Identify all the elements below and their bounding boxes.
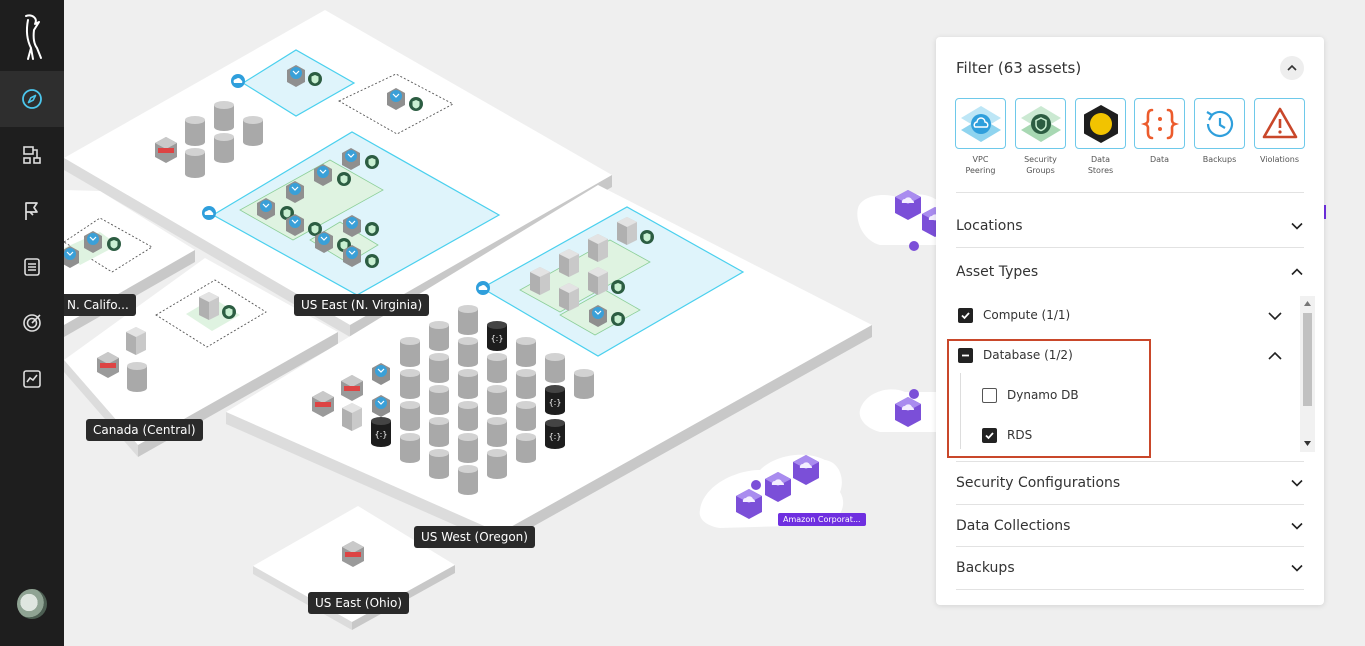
nav-reports[interactable] [0, 239, 64, 295]
nav-targets[interactable] [0, 295, 64, 351]
tile-security-groups-label-2: Groups [1026, 166, 1055, 175]
section-locations[interactable]: Locations [956, 214, 1304, 238]
asset-types-scrollbar[interactable] [1300, 296, 1315, 452]
chevron-up-icon[interactable] [1267, 350, 1283, 362]
bird-logo-icon[interactable] [18, 12, 46, 62]
divider [956, 192, 1304, 193]
violations-warning-icon [1262, 107, 1297, 138]
tile-violations-label: Violations [1259, 155, 1300, 164]
filter-collapse-button[interactable] [1280, 56, 1304, 80]
security-groups-icon [1020, 105, 1061, 142]
nav-analytics[interactable] [0, 351, 64, 407]
tile-data[interactable]: Data [1134, 98, 1185, 165]
tile-backups[interactable]: Backups [1194, 98, 1245, 165]
section-asset-types-label: Asset Types [956, 264, 1039, 280]
asset-type-compute[interactable]: Compute (1/1) [958, 303, 1070, 327]
chevron-down-icon [1291, 564, 1303, 572]
tile-security-groups-label-1: Security [1024, 155, 1057, 164]
rds-checkbox[interactable] [982, 427, 997, 443]
section-backups[interactable]: Backups [956, 556, 1304, 580]
checkmark-icon [961, 311, 970, 319]
filter-title: Filter (63 assets) [956, 59, 1082, 77]
section-data-collections-label: Data Collections [956, 518, 1071, 534]
tile-vpc-peering-label-1: VPC [972, 155, 989, 164]
chevron-up-icon [1291, 268, 1303, 276]
section-locations-label: Locations [956, 218, 1023, 234]
tile-data-stores-label-2: Stores [1087, 166, 1114, 175]
rds-label: RDS [1007, 428, 1033, 442]
tile-data-label: Data [1149, 155, 1170, 164]
asset-type-database[interactable]: Database (1/2) [958, 343, 1073, 367]
scroll-thumb[interactable] [1303, 313, 1312, 406]
compass-icon [22, 89, 42, 109]
database-checkbox[interactable] [958, 347, 973, 363]
target-icon [23, 314, 41, 332]
vpc-peering-icon [960, 105, 1001, 142]
backups-clock-icon [1205, 110, 1233, 137]
section-security-configurations-label: Security Configurations [956, 475, 1121, 491]
database-children-guide [960, 373, 961, 449]
database-label: Database (1/2) [983, 348, 1073, 362]
section-backups-label: Backups [956, 560, 1015, 576]
infrastructure-map[interactable]: {:} [64, 0, 1365, 646]
asset-type-dynamo-db[interactable]: Dynamo DB [982, 383, 1079, 407]
region-label-us-east-virginia[interactable]: US East (N. Virginia) [294, 294, 430, 316]
line-chart-icon [23, 370, 41, 388]
tile-backups-label: Backups [1202, 155, 1237, 164]
chevron-down-icon [1291, 222, 1303, 230]
hierarchy-icon [23, 146, 41, 164]
tile-vpc-peering-label-2: Peering [965, 166, 996, 175]
nav-explore[interactable] [0, 71, 64, 127]
user-avatar[interactable] [17, 589, 47, 619]
scroll-down-arrow-icon[interactable] [1303, 440, 1312, 447]
sidebar [0, 0, 64, 646]
external-network-label[interactable]: Amazon Corporat... [778, 513, 866, 526]
dynamo-db-label: Dynamo DB [1007, 388, 1079, 402]
document-list-icon [24, 258, 40, 276]
tile-data-stores-label-1: Data [1090, 155, 1111, 164]
chevron-down-icon [1291, 522, 1303, 530]
database-highlight-box [947, 339, 1151, 458]
nav-inventory[interactable] [0, 127, 64, 183]
chevron-down-icon[interactable] [1267, 310, 1283, 322]
nav-policies[interactable] [0, 183, 64, 239]
divider [956, 589, 1304, 590]
compute-label: Compute (1/1) [983, 308, 1071, 322]
checkmark-icon [985, 431, 994, 439]
chevron-up-icon [1287, 64, 1297, 71]
section-security-configurations[interactable]: Security Configurations [956, 471, 1304, 495]
region-label-us-west-oregon[interactable]: US West (Oregon) [414, 526, 535, 548]
divider [956, 504, 1304, 505]
chevron-down-icon [1291, 479, 1303, 487]
region-label-us-east-ohio[interactable]: US East (Ohio) [308, 592, 410, 614]
minus-icon [962, 354, 969, 356]
region-label-canada-central[interactable]: Canada (Central) [86, 419, 203, 441]
dynamo-db-checkbox[interactable] [982, 387, 997, 403]
section-asset-types[interactable]: Asset Types [956, 260, 1304, 284]
divider [956, 546, 1304, 547]
compute-checkbox[interactable] [958, 307, 973, 323]
region-label-n-california[interactable]: N. Califo... [64, 294, 136, 316]
tile-vpc-peering[interactable]: VPC Peering [955, 98, 1006, 176]
asset-type-rds[interactable]: RDS [982, 423, 1032, 447]
divider [956, 461, 1304, 462]
data-stores-icon [1083, 104, 1118, 143]
tile-violations[interactable]: Violations [1254, 98, 1305, 165]
flag-icon [25, 202, 38, 220]
section-data-collections[interactable]: Data Collections [956, 514, 1304, 538]
map-canvas: {:} [64, 10, 1326, 630]
data-braces-icon [1140, 108, 1179, 139]
scroll-up-arrow-icon[interactable] [1303, 300, 1312, 307]
divider [956, 247, 1304, 248]
